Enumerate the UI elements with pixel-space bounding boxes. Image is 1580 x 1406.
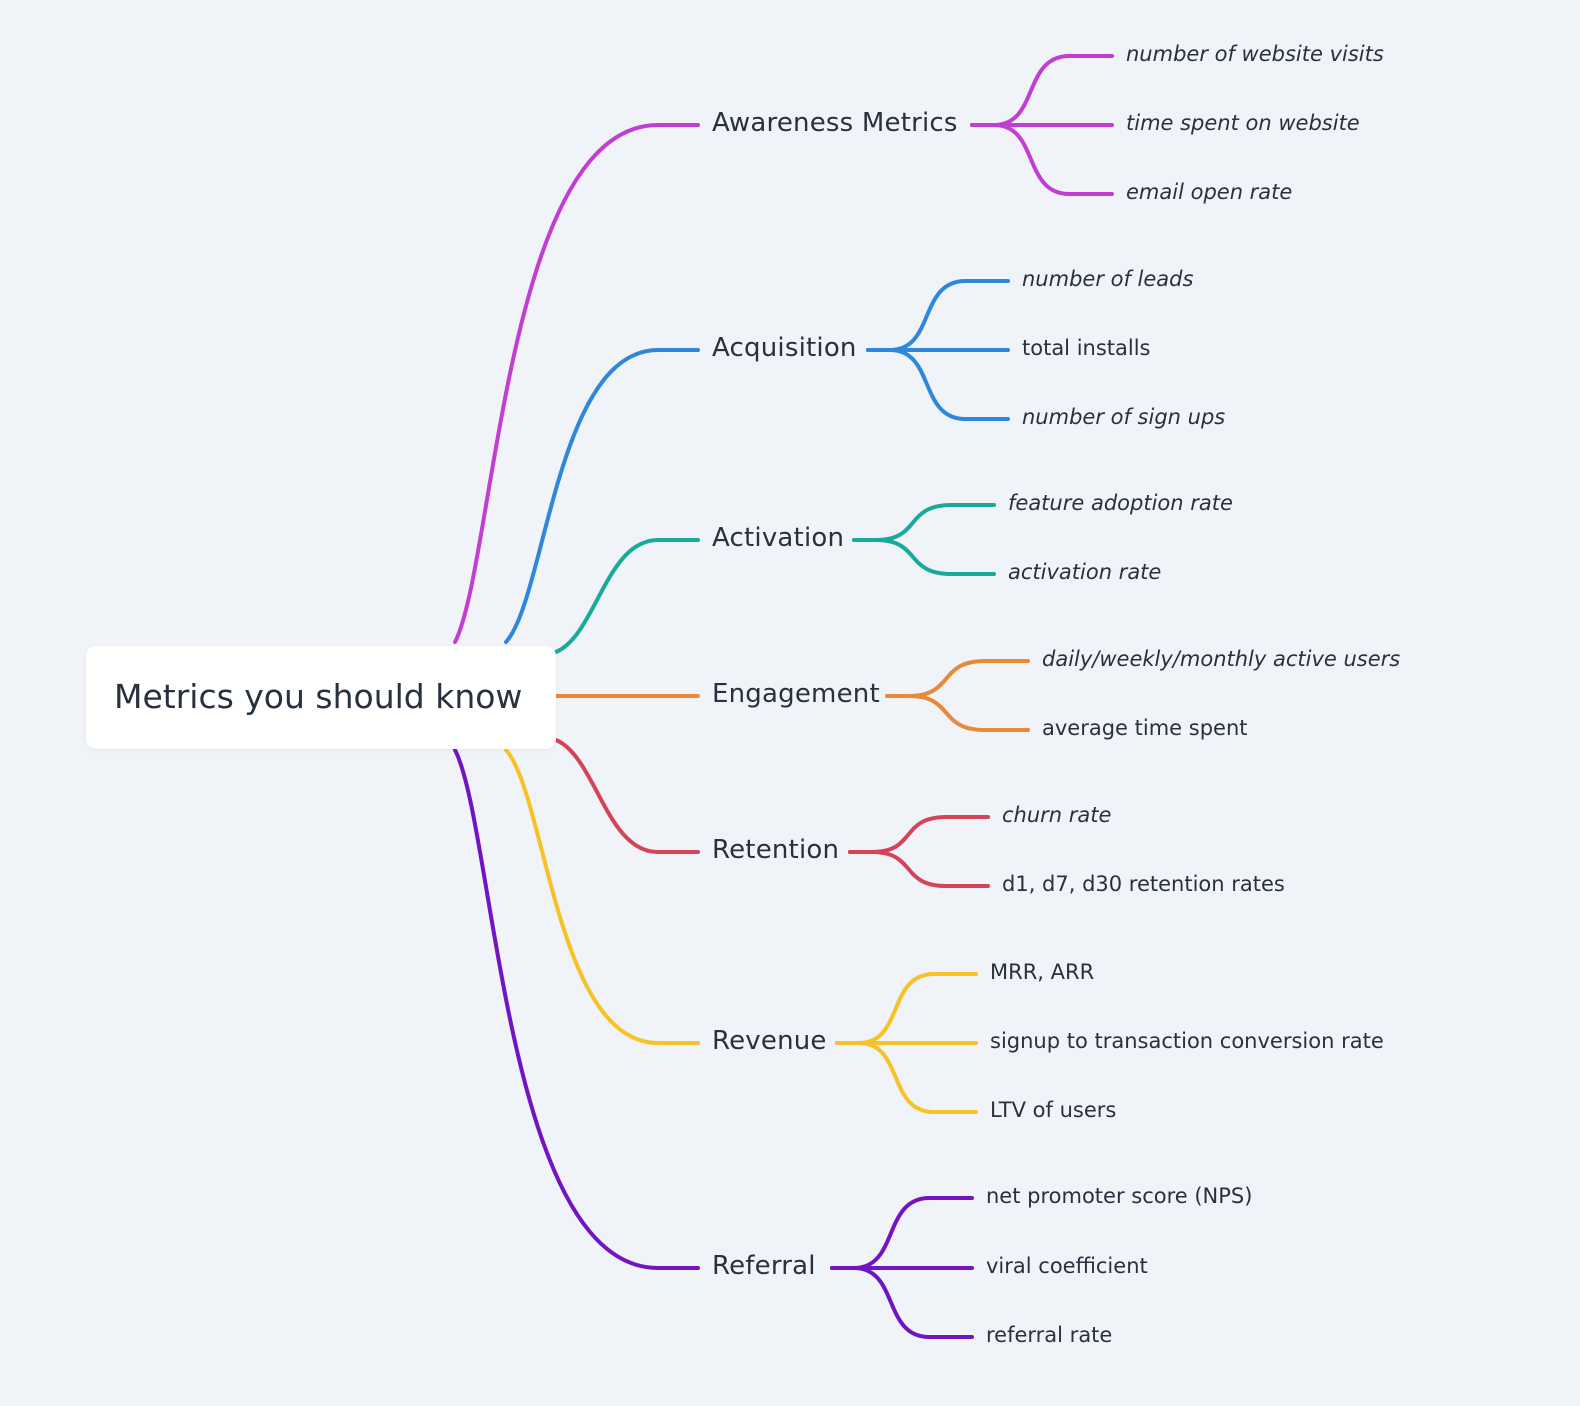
connector-activation-to-feature-adoption-rate (852, 503, 996, 542)
connector-awareness-metrics-to-email-open-rate (970, 123, 1114, 196)
leaf-node-total-installs[interactable]: total installs (1022, 336, 1151, 360)
branch-node-activation[interactable]: Activation (712, 523, 845, 553)
connector-revenue-to-mrr-arr (835, 972, 978, 1045)
connector-awareness-metrics-to-number-of-website-visits (970, 54, 1114, 127)
leaf-node-daily-weekly-monthly-active-users[interactable]: daily/weekly/monthly active users (1042, 647, 1401, 671)
leaf-node-average-time-spent[interactable]: average time spent (1042, 716, 1248, 740)
leaf-node-time-spent-on-website[interactable]: time spent on website (1126, 111, 1360, 135)
leaf-node-mrr-arr[interactable]: MRR, ARR (990, 960, 1095, 984)
leaf-node-number-of-sign-ups[interactable]: number of sign ups (1022, 405, 1226, 429)
leaf-node-number-of-leads[interactable]: number of leads (1022, 267, 1194, 291)
leaf-node-signup-to-transaction-conversion-rate[interactable]: signup to transaction conversion rate (990, 1029, 1384, 1053)
branch-node-awareness-metrics[interactable]: Awareness Metrics (712, 108, 958, 138)
connector-activation-to-activation-rate (852, 538, 996, 576)
connector-referral-to-referral-rate (830, 1266, 974, 1339)
leaf-node-number-of-website-visits[interactable]: number of website visits (1126, 42, 1384, 66)
leaf-node-feature-adoption-rate[interactable]: feature adoption rate (1008, 491, 1233, 515)
branch-node-acquisition[interactable]: Acquisition (712, 333, 857, 363)
connector-acquisition-to-number-of-sign-ups (866, 348, 1010, 421)
leaf-node-churn-rate[interactable]: churn rate (1002, 803, 1112, 827)
connector-root-to-retention (554, 738, 700, 854)
connector-retention-to-d1-d7-d30-retention-rates (848, 850, 990, 888)
root-node-label: Metrics you should know (114, 677, 523, 716)
leaf-node-referral-rate[interactable]: referral rate (986, 1323, 1113, 1347)
connector-root-to-acquisition (504, 348, 700, 644)
connector-root-to-referral (453, 748, 700, 1270)
leaf-node-net-promoter-score-nps[interactable]: net promoter score (NPS) (986, 1184, 1253, 1208)
branch-node-revenue[interactable]: Revenue (712, 1026, 827, 1056)
leaf-node-ltv-of-users[interactable]: LTV of users (990, 1098, 1117, 1122)
branch-node-retention[interactable]: Retention (712, 835, 840, 865)
branch-node-engagement[interactable]: Engagement (712, 679, 880, 709)
branch-node-referral[interactable]: Referral (712, 1251, 816, 1281)
connector-root-to-revenue (504, 748, 700, 1045)
leaf-node-activation-rate[interactable]: activation rate (1008, 560, 1162, 584)
connector-acquisition-to-number-of-leads (866, 279, 1010, 352)
connector-referral-to-net-promoter-score-nps (830, 1196, 974, 1270)
connector-root-to-activation (554, 538, 700, 654)
connector-revenue-to-ltv-of-users (835, 1041, 978, 1114)
leaf-node-d1-d7-d30-retention-rates[interactable]: d1, d7, d30 retention rates (1002, 872, 1285, 896)
leaf-node-email-open-rate[interactable]: email open rate (1126, 180, 1293, 204)
root-node[interactable]: Metrics you should know (86, 646, 556, 749)
connector-retention-to-churn-rate (848, 815, 990, 854)
connector-root-to-awareness-metrics (453, 123, 700, 644)
leaf-node-viral-coefficient[interactable]: viral coefficient (986, 1254, 1148, 1278)
connector-engagement-to-average-time-spent (885, 694, 1030, 732)
connector-engagement-to-daily-weekly-monthly-active-users (885, 659, 1030, 698)
